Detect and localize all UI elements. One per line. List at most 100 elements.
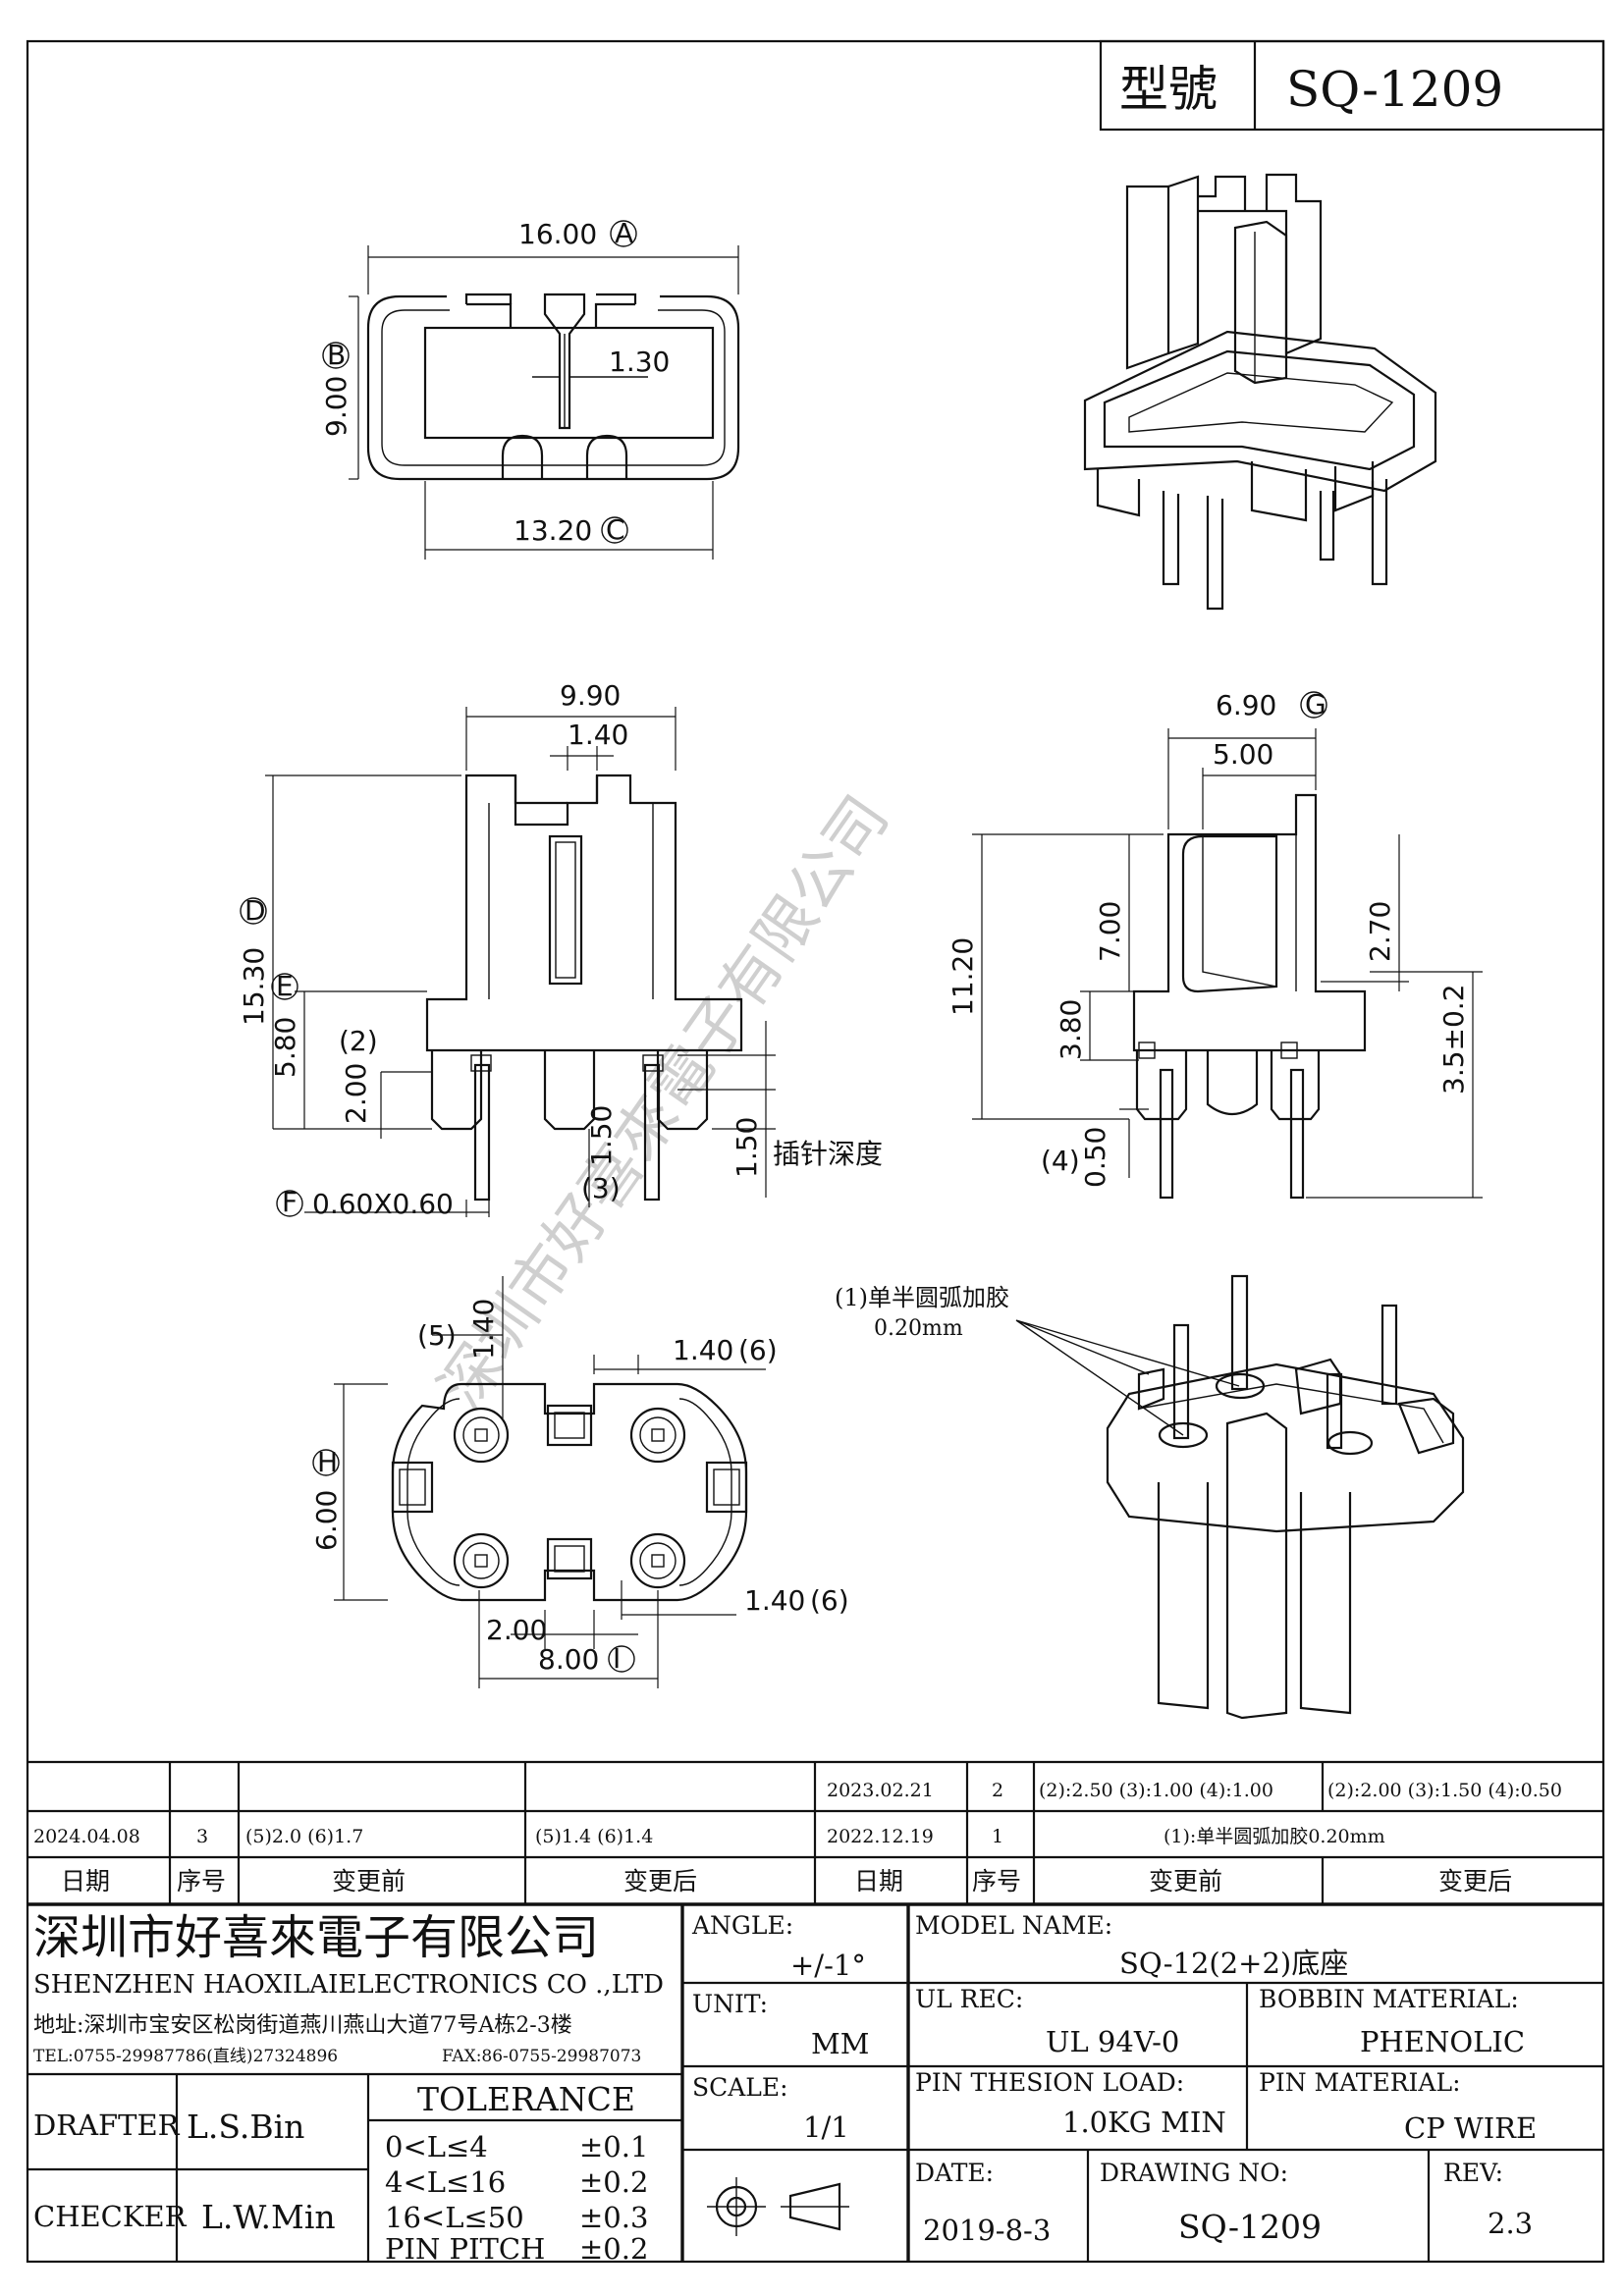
- svg-text:H: H: [317, 1446, 338, 1478]
- side-view: 6.90 G 5.00 11.20 7.00 2.70 3.80 3.5±0.2…: [947, 688, 1483, 1200]
- svg-text:序号: 序号: [177, 1867, 226, 1896]
- svg-text:±0.2: ±0.2: [579, 2165, 648, 2199]
- company-name-cn: 深圳市好喜來電子有限公司: [33, 1910, 599, 1965]
- dim-top-width: 16.00: [518, 218, 597, 250]
- svg-text:SCALE:: SCALE:: [692, 2073, 788, 2102]
- dim-side-wall: 7.00: [1094, 901, 1126, 962]
- svg-text:变更后: 变更后: [623, 1867, 697, 1896]
- company-name-en: SHENZHEN HAOXILAIELECTRONICS CO .,LTD: [33, 1970, 664, 2000]
- front-view: 9.90 1.40 15.30 D 5.80 E 2.00 (2) 1.50 (…: [238, 679, 883, 1220]
- model-header: 型號 SQ-1209: [1099, 39, 1605, 132]
- revision-value: 2.3: [1488, 2207, 1533, 2240]
- title-block: 深圳市好喜來電子有限公司 SHENZHEN HAOXILAIELECTRONIC…: [27, 1904, 1603, 2266]
- model-name-value: SQ-12(2+2)底座: [1119, 1947, 1348, 1980]
- callout-1-value: 0.20mm: [874, 1316, 963, 1341]
- tolerance-title: TOLERANCE: [417, 2080, 635, 2118]
- checker-name: L.W.Min: [201, 2198, 336, 2236]
- isometric-view-top: [1083, 173, 1437, 611]
- dim-bottom-width: 13.20: [514, 514, 592, 547]
- dim-side-step: 2.70: [1364, 901, 1396, 962]
- dim-side-height: 11.20: [947, 937, 979, 1016]
- svg-text:16<L≤50: 16<L≤50: [385, 2201, 524, 2234]
- unit-value: MM: [811, 2027, 869, 2060]
- scale-value: 1/1: [803, 2110, 849, 2144]
- svg-text:(2):2.50 (3):1.00 (4):1.00: (2):2.50 (3):1.00 (4):1.00: [1039, 1780, 1273, 1801]
- dim-side-inner: 5.00: [1213, 738, 1273, 771]
- svg-text:2: 2: [992, 1780, 1003, 1801]
- dim-front-height: 15.30: [238, 947, 270, 1026]
- svg-text:DRAFTER: DRAFTER: [33, 2109, 181, 2142]
- dim-front-width: 9.90: [560, 679, 621, 712]
- svg-text:±0.2: ±0.2: [579, 2232, 648, 2266]
- svg-text:2023.02.21: 2023.02.21: [827, 1780, 934, 1801]
- sheet-border: [26, 39, 1605, 2264]
- company-fax: FAX:86-0755-29987073: [442, 2047, 641, 2066]
- date-value: 2019-8-3: [923, 2214, 1051, 2247]
- svg-text:CHECKER: CHECKER: [33, 2200, 188, 2233]
- dim-side-base: 3.80: [1055, 999, 1087, 1060]
- dim-front-pin: 1.50: [585, 1105, 618, 1166]
- svg-text:序号: 序号: [972, 1867, 1021, 1896]
- svg-text:F: F: [282, 1186, 298, 1218]
- svg-text:D: D: [244, 894, 266, 927]
- svg-text:(3): (3): [581, 1172, 621, 1204]
- dim-top-inner: 1.30: [609, 346, 670, 378]
- dim-front-boss: 2.00: [340, 1063, 372, 1124]
- dim-bv-pitch: 2.00: [486, 1614, 547, 1646]
- load-value: 1.0KG MIN: [1062, 2106, 1226, 2139]
- svg-text:1: 1: [992, 1826, 1003, 1847]
- dim-pin-size: 0.60X0.60: [312, 1188, 454, 1220]
- svg-text:变更后: 变更后: [1438, 1867, 1512, 1896]
- svg-text:(6): (6): [738, 1334, 778, 1366]
- dim-bv-b: 1.40: [673, 1334, 733, 1366]
- dim-side-boss: 0.50: [1079, 1127, 1111, 1188]
- svg-text:I: I: [613, 1642, 621, 1675]
- svg-text:2022.12.19: 2022.12.19: [827, 1826, 934, 1847]
- svg-text:UNIT:: UNIT:: [692, 1990, 768, 2018]
- svg-text:(1):单半圆弧加胶0.20mm: (1):单半圆弧加胶0.20mm: [1164, 1826, 1385, 1847]
- bottom-view: 1.40 (5) 1.40 (6) 6.00 H 2.00 1.40 (6) 8…: [310, 1276, 849, 1688]
- svg-text:(5)1.4 (6)1.4: (5)1.4 (6)1.4: [535, 1826, 653, 1847]
- insert-depth-label: 插针深度: [773, 1138, 883, 1170]
- svg-text:G: G: [1305, 688, 1326, 721]
- svg-text:(5): (5): [417, 1319, 457, 1352]
- callout-1: (1)单半圆弧加胶: [835, 1284, 1009, 1311]
- svg-text:A: A: [615, 217, 633, 249]
- top-view: 16.00 A 9.00 B 1.30 13.20 C: [320, 217, 740, 560]
- dim-front-slot: 1.40: [568, 719, 628, 751]
- dim-bv-w: 8.00: [538, 1643, 599, 1676]
- svg-text:(5)2.0 (6)1.7: (5)2.0 (6)1.7: [245, 1826, 363, 1847]
- revision-table: 2023.02.21 2 (2):2.50 (3):1.00 (4):1.00 …: [27, 1760, 1603, 1906]
- company-address: 地址:深圳市宝安区松岗街道燕川燕山大道77号A栋2-3楼: [33, 2013, 572, 2038]
- svg-text:0<L≤4: 0<L≤4: [385, 2130, 488, 2163]
- svg-text:PIN PITCH: PIN PITCH: [385, 2232, 545, 2266]
- company-tel: TEL:0755-29987786(直线)27324896: [33, 2047, 338, 2066]
- svg-text:(4): (4): [1041, 1145, 1080, 1177]
- svg-text:(2):2.00 (3):1.50 (4):0.50: (2):2.00 (3):1.50 (4):0.50: [1327, 1780, 1562, 1801]
- svg-text:ANGLE:: ANGLE:: [691, 1911, 793, 1940]
- svg-text:REV:: REV:: [1443, 2159, 1503, 2187]
- drafter-name: L.S.Bin: [187, 2108, 304, 2146]
- svg-text:2024.04.08: 2024.04.08: [33, 1826, 140, 1847]
- bobbin-value: PHENOLIC: [1360, 2025, 1525, 2058]
- dim-insert-depth: 1.50: [731, 1117, 763, 1178]
- dim-bv-c: 1.40: [744, 1584, 805, 1617]
- svg-text:(2): (2): [339, 1025, 378, 1057]
- svg-text:BOBBIN MATERIAL:: BOBBIN MATERIAL:: [1259, 1985, 1519, 2013]
- svg-text:日期: 日期: [854, 1867, 903, 1896]
- svg-text:日期: 日期: [61, 1867, 110, 1896]
- drawing-number: SQ-1209: [1178, 2208, 1322, 2246]
- dim-bv-h: 6.00: [310, 1490, 343, 1551]
- svg-text:±0.1: ±0.1: [579, 2130, 648, 2163]
- svg-text:DRAWING NO:: DRAWING NO:: [1100, 2159, 1288, 2187]
- svg-text:C: C: [606, 513, 625, 546]
- svg-text:变更前: 变更前: [1149, 1867, 1222, 1896]
- svg-text:变更前: 变更前: [332, 1867, 406, 1896]
- svg-text:B: B: [327, 339, 346, 371]
- svg-text:DATE:: DATE:: [915, 2159, 994, 2187]
- model-number: SQ-1209: [1286, 61, 1503, 118]
- model-label: 型號: [1119, 61, 1218, 118]
- dim-top-height: 9.00: [320, 376, 352, 437]
- svg-text:UL REC:: UL REC:: [915, 1985, 1023, 2013]
